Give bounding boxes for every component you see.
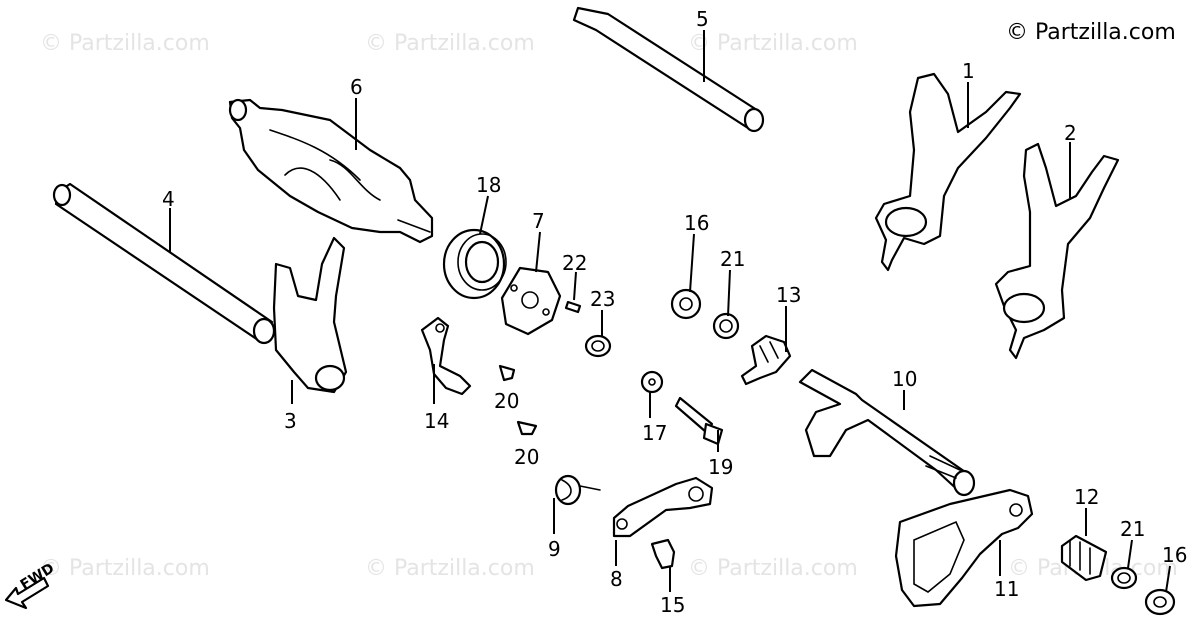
- callout-11[interactable]: 11: [994, 577, 1019, 601]
- watermark: © Partzilla.com: [365, 556, 535, 581]
- part-19-bolt[interactable]: [674, 396, 724, 446]
- callout-19[interactable]: 19: [708, 455, 733, 479]
- part-21-circlip[interactable]: [712, 312, 740, 340]
- callout-16[interactable]: 16: [1162, 543, 1187, 567]
- part-17-washer[interactable]: [640, 370, 664, 394]
- callout-13[interactable]: 13: [776, 283, 801, 307]
- part-12-spring[interactable]: [1060, 534, 1108, 582]
- part-2-shift-fork[interactable]: [994, 142, 1120, 360]
- callout-7[interactable]: 7: [532, 209, 545, 233]
- part-21-circlip[interactable]: [1110, 566, 1138, 590]
- leader-lines: [169, 30, 1171, 593]
- callout-1[interactable]: 1: [962, 59, 975, 83]
- callout-17[interactable]: 17: [642, 421, 667, 445]
- part-5-shift-fork-shaft[interactable]: [572, 6, 765, 133]
- part-10-gearshift-spindle[interactable]: [798, 368, 976, 497]
- watermark: © Partzilla.com: [688, 31, 858, 56]
- callout-20[interactable]: 20: [494, 389, 519, 413]
- watermark: © Partzilla.com: [40, 556, 210, 581]
- part-7-stopper-plate[interactable]: [500, 266, 562, 336]
- callout-2[interactable]: 2: [1064, 121, 1077, 145]
- part-6-shift-drum[interactable]: [228, 98, 434, 244]
- callout-8[interactable]: 8: [610, 567, 623, 591]
- part-20-bolt[interactable]: [516, 420, 538, 436]
- callout-15[interactable]: 15: [660, 593, 685, 617]
- callout-14[interactable]: 14: [424, 409, 449, 433]
- watermark: © Partzilla.com: [365, 31, 535, 56]
- part-23-collar[interactable]: [584, 334, 612, 358]
- copyright-notice: © Partzilla.com: [1006, 20, 1176, 45]
- watermarks: © Partzilla.com © Partzilla.com © Partzi…: [40, 31, 1178, 581]
- callout-21[interactable]: 21: [1120, 517, 1145, 541]
- callout-23[interactable]: 23: [590, 287, 615, 311]
- callout-21[interactable]: 21: [720, 247, 745, 271]
- part-3-shift-fork[interactable]: [272, 236, 348, 394]
- callout-3[interactable]: 3: [284, 409, 297, 433]
- callout-18[interactable]: 18: [476, 173, 501, 197]
- part-14-shift-arm[interactable]: [420, 316, 472, 396]
- part-20-bolt[interactable]: [498, 364, 516, 382]
- part-13-spring[interactable]: [740, 334, 792, 386]
- part-9-return-spring[interactable]: [554, 474, 601, 506]
- callout-16[interactable]: 16: [684, 211, 709, 235]
- callouts: 1 2 3 4 5 6 7 8 9 10 11 12 13 14 15 16 1…: [162, 7, 1187, 617]
- part-4-shift-fork-shaft[interactable]: [52, 182, 276, 345]
- part-15-bolt[interactable]: [650, 538, 676, 570]
- part-16-washer[interactable]: [1144, 588, 1176, 616]
- fwd-arrow-icon: FWD: [4, 560, 57, 610]
- part-8-shift-link[interactable]: [612, 476, 714, 538]
- callout-12[interactable]: 12: [1074, 485, 1099, 509]
- callout-10[interactable]: 10: [892, 367, 917, 391]
- callout-5[interactable]: 5: [696, 7, 709, 31]
- part-16-washer[interactable]: [670, 288, 702, 320]
- watermark: © Partzilla.com: [688, 556, 858, 581]
- callout-20[interactable]: 20: [514, 445, 539, 469]
- callout-9[interactable]: 9: [548, 537, 561, 561]
- callout-22[interactable]: 22: [562, 251, 587, 275]
- callout-6[interactable]: 6: [350, 75, 363, 99]
- watermark: © Partzilla.com: [40, 31, 210, 56]
- part-22-dowel-pin[interactable]: [564, 300, 582, 314]
- part-18-bearing[interactable]: [442, 228, 507, 300]
- callout-4[interactable]: 4: [162, 187, 175, 211]
- part-11-drum-shifter-plate[interactable]: [894, 488, 1034, 608]
- part-1-shift-fork[interactable]: [874, 72, 1022, 272]
